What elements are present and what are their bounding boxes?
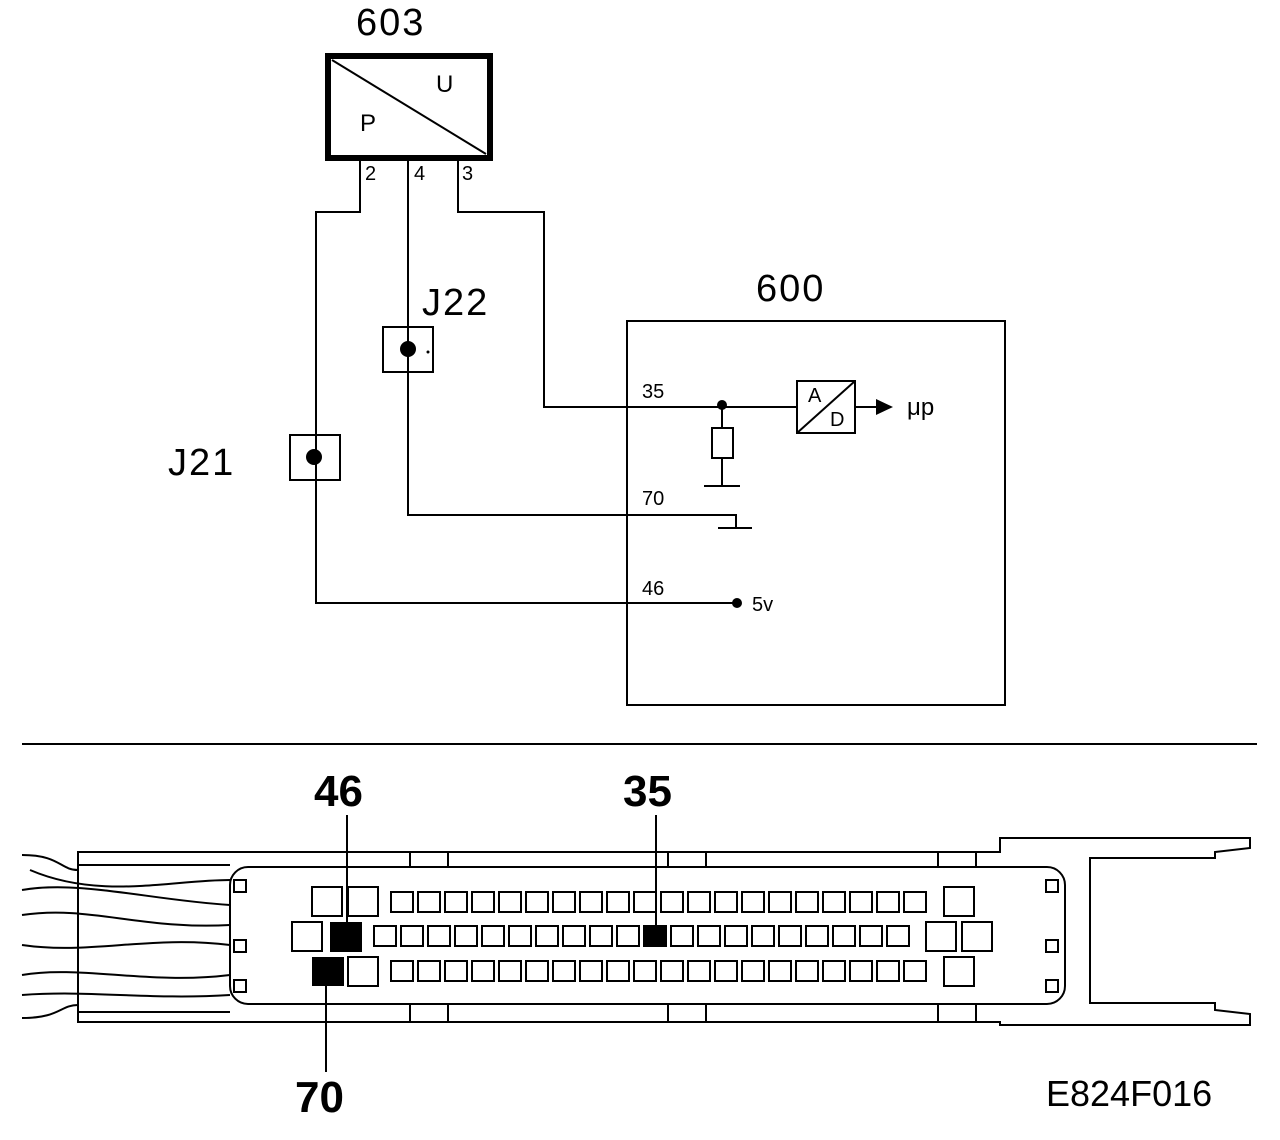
pin-cavity <box>444 960 468 982</box>
junction-j21 <box>289 434 341 481</box>
pin-cavity <box>687 960 711 982</box>
pin-cavity <box>805 925 829 947</box>
pin-cavity <box>768 960 792 982</box>
pin-cavity <box>903 891 927 913</box>
pin-cavity <box>417 891 441 913</box>
pin-cavity <box>552 891 576 913</box>
cavity-row-3 <box>390 960 927 982</box>
pin-cavity <box>832 925 856 947</box>
pin-cavity <box>670 925 694 947</box>
ecu-box <box>626 320 1006 706</box>
wire-ground <box>407 158 752 529</box>
pin-cavity <box>660 891 684 913</box>
pin-cavity <box>481 925 505 947</box>
ecu-pin-35: 35 <box>642 381 664 403</box>
wire-supply <box>315 158 737 604</box>
pin-cavity <box>373 925 397 947</box>
pin-cavity <box>849 891 873 913</box>
connector-label-46: 46 <box>314 767 363 816</box>
pin-cavity <box>616 925 640 947</box>
pin-cavity <box>535 925 559 947</box>
pin-cavity <box>498 891 522 913</box>
pin-cavity <box>778 925 802 947</box>
pin-cavity <box>714 960 738 982</box>
sensor-label-p: P <box>360 110 376 137</box>
pin-cavity <box>579 960 603 982</box>
junction-j22-label: J22 <box>422 282 489 324</box>
junction-j22 <box>382 326 434 373</box>
sensor-pin-3: 3 <box>462 163 473 185</box>
pin-cavity <box>697 925 721 947</box>
junction-j21-label: J21 <box>168 442 235 484</box>
supply-voltage-label: 5v <box>752 594 773 616</box>
pin-cavity <box>427 925 451 947</box>
cavity-46-highlight <box>330 922 362 952</box>
pin-cavity <box>795 960 819 982</box>
pin-cavity <box>660 960 684 982</box>
cavity-row-1 <box>390 891 927 913</box>
pin-cavity <box>714 891 738 913</box>
pin-cavity <box>498 960 522 982</box>
pin-cavity <box>471 891 495 913</box>
arrow-icon <box>855 399 893 415</box>
cavity-row-2 <box>373 925 910 947</box>
cavity-70-highlight <box>312 957 344 986</box>
ecu-pin-70: 70 <box>642 488 664 510</box>
pin-cavity <box>606 960 630 982</box>
pin-cavity <box>822 891 846 913</box>
sensor-pin-4: 4 <box>414 163 425 185</box>
pin-cavity <box>822 960 846 982</box>
pin-cavity <box>525 891 549 913</box>
pin-cavity <box>741 960 765 982</box>
pin-cavity <box>876 891 900 913</box>
pin-cavity <box>886 925 910 947</box>
connector-label-35: 35 <box>623 767 672 816</box>
connector-body <box>21 837 1251 1026</box>
pin-cavity <box>579 891 603 913</box>
pin-cavity <box>606 891 630 913</box>
pin-cavity <box>768 891 792 913</box>
pin-cavity <box>849 960 873 982</box>
adc-converter <box>796 380 856 434</box>
pin-cavity <box>903 960 927 982</box>
pin-cavity <box>724 925 748 947</box>
sensor-box <box>325 53 493 161</box>
figure-reference: E824F016 <box>1046 1073 1212 1114</box>
pin-cavity <box>633 960 657 982</box>
connector-label-70: 70 <box>295 1073 344 1122</box>
pin-cavity <box>525 960 549 982</box>
pin-cavity <box>876 960 900 982</box>
pin-cavity <box>795 891 819 913</box>
pin-cavity <box>508 925 532 947</box>
pin-cavity <box>859 925 883 947</box>
sensor-pin-2: 2 <box>365 163 376 185</box>
pin-cavity <box>741 891 765 913</box>
pin-cavity <box>471 960 495 982</box>
pin-cavity <box>552 960 576 982</box>
pin-cavity <box>633 891 657 913</box>
pin-cavity <box>390 891 414 913</box>
ecu-id: 600 <box>756 268 825 310</box>
adc-label-a: A <box>808 385 822 407</box>
pin-cavity <box>400 925 424 947</box>
pin-cavity <box>562 925 586 947</box>
supply-node <box>732 598 742 608</box>
pin-cavity <box>589 925 613 947</box>
ecu-pin-46: 46 <box>642 578 664 600</box>
pin-cavity <box>454 925 478 947</box>
adc-label-d: D <box>830 409 844 431</box>
sensor-id: 603 <box>356 2 425 44</box>
pin-cavity <box>417 960 441 982</box>
ecu-output-label: μp <box>907 394 934 421</box>
pull-down-resistor <box>704 400 740 487</box>
sensor-label-u: U <box>436 71 453 98</box>
pin-cavity <box>390 960 414 982</box>
pin-cavity <box>751 925 775 947</box>
pin-cavity <box>444 891 468 913</box>
cavity-35-highlight <box>645 926 667 946</box>
pin-cavity <box>687 891 711 913</box>
